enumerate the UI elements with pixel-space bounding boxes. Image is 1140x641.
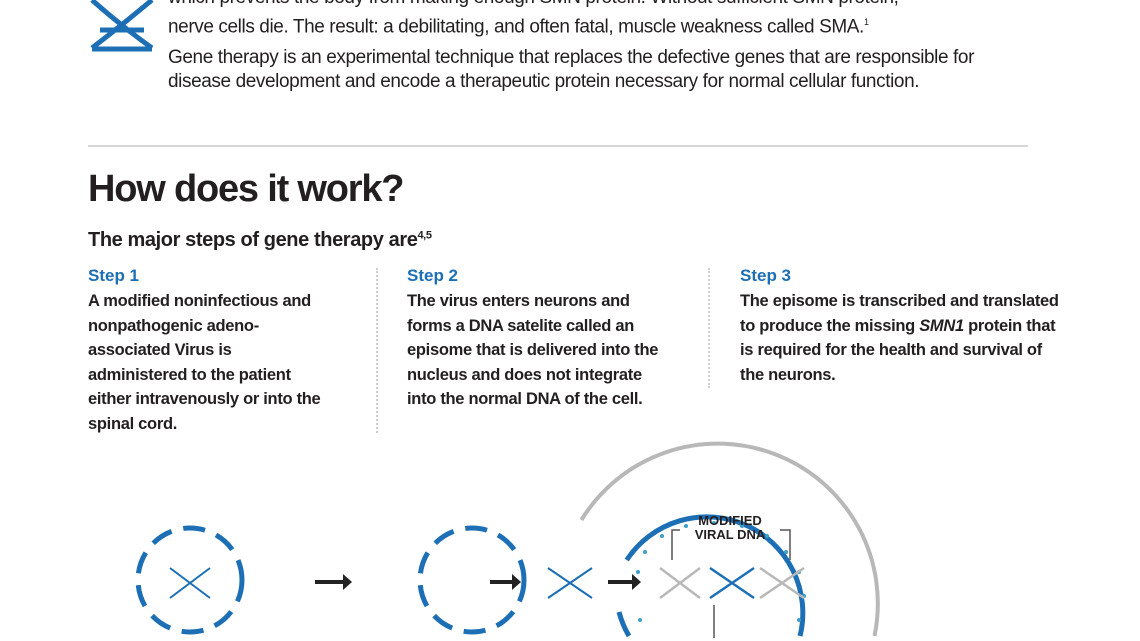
bracket xyxy=(671,529,791,638)
virus-icon-2 xyxy=(417,525,527,635)
step-label: Step 2 xyxy=(407,266,459,285)
intro-text: nerve cells die. The result: a debilitat… xyxy=(168,16,864,38)
reference: 1 xyxy=(863,17,869,27)
dna-strand-small-2 xyxy=(547,567,593,599)
subheading-text: The major steps of gene therapy are xyxy=(88,229,418,251)
arrow-icon xyxy=(315,574,352,590)
arrow-icon xyxy=(490,574,521,590)
section-heading: How does it work? xyxy=(88,168,404,210)
divider xyxy=(376,268,378,433)
step-text-part: protein that is required for the health … xyxy=(740,316,1056,384)
intro-paragraph-1: nerve cells die. The result: a debilitat… xyxy=(168,10,869,39)
reference: 4,5 xyxy=(417,229,432,242)
step-text: The virus enters neurons and forms a DNA… xyxy=(407,292,659,408)
virus-icon-1 xyxy=(135,525,245,635)
step-1: Step 1 A modified noninfectious and nonp… xyxy=(88,266,338,436)
arrow-icon xyxy=(608,574,641,590)
label-line: MODIFIED xyxy=(698,513,762,528)
step-text: The episome is transcribed and translate… xyxy=(740,289,1060,387)
step-text-part: The episome is transcribed and translate… xyxy=(740,292,1059,335)
step-3: Step 3 The episome is transcribed and tr… xyxy=(740,266,1060,387)
divider xyxy=(88,145,1028,147)
step-label: Step 3 xyxy=(740,266,792,285)
nucleus-membrane-lower xyxy=(616,611,632,638)
step-text: A modified noninfectious and nonpathogen… xyxy=(88,292,321,433)
gene-name: SMN1 xyxy=(919,316,964,335)
step-2: Step 2 The virus enters neurons and form… xyxy=(407,266,658,412)
modified-viral-dna xyxy=(659,566,805,600)
dna-icon xyxy=(90,0,154,52)
dna-strand-small-1 xyxy=(169,567,211,599)
intro-paragraph-2: Gene therapy is an experimental techniqu… xyxy=(168,47,975,92)
cycle-arrow xyxy=(579,441,880,637)
label-line: VIRAL DNA xyxy=(694,527,766,542)
intro-cut-line: which prevents the body from making enou… xyxy=(168,0,899,10)
step-label: Step 1 xyxy=(88,266,140,285)
divider xyxy=(708,268,710,388)
subheading: The major steps of gene therapy are4,5 xyxy=(88,229,432,252)
